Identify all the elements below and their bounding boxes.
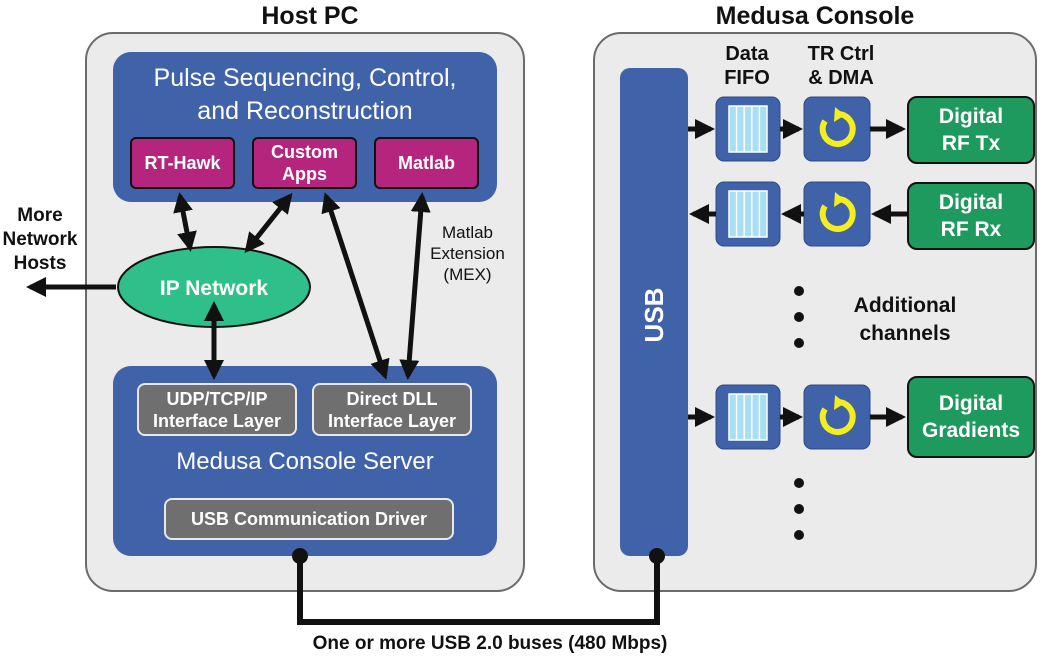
digital-rf-rx: Digital RF Rx [907, 182, 1035, 250]
additional-line2: channels [859, 322, 951, 345]
ellipsis-dots-lower [794, 478, 804, 540]
dll-line2: Interface Layer [327, 410, 457, 431]
more-hosts-line2: Network [2, 229, 78, 250]
dll-interface-layer: Direct DLL Interface Layer [312, 383, 472, 436]
arrow-custom-dll [321, 192, 390, 380]
usb-bus-bar [620, 68, 688, 556]
pulse-sequencing-title: Pulse Sequencing, Control, and Reconstru… [113, 62, 497, 128]
rf-tx-line1: Digital [938, 105, 1004, 128]
matlab-app[interactable]: Matlab [374, 137, 479, 189]
usb-cable [297, 556, 660, 625]
more-hosts-line3: Hosts [13, 253, 67, 274]
fifo-header-line1: Data [725, 43, 769, 65]
usb-driver-label: USB Communication Driver [190, 509, 428, 529]
custom-apps-app[interactable]: Custom Apps [252, 137, 357, 189]
matlab-label: Matlab [397, 153, 455, 173]
custom-apps-line2: Apps [282, 164, 327, 184]
medusa-console-server-label: Medusa Console Server [176, 448, 434, 475]
arrow-custom-ip [244, 192, 293, 254]
mex-line1: Matlab [441, 223, 494, 242]
usb-connector-console [649, 548, 665, 564]
gradients-line2: Gradients [921, 419, 1021, 442]
mex-line2: Extension [430, 244, 505, 263]
udp-interface-layer: UDP/TCP/IP Interface Layer [137, 383, 297, 436]
fifo-header-line2: FIFO [724, 67, 770, 89]
udp-line2: Interface Layer [152, 410, 282, 431]
ip-network-label: IP Network [160, 277, 268, 300]
gradients-line1: Digital [938, 392, 1004, 415]
rt-hawk-label: RT-Hawk [144, 153, 221, 173]
tr-header-line1: TR Ctrl [807, 43, 875, 65]
additional-line1: Additional [853, 294, 957, 317]
rt-hawk-app[interactable]: RT-Hawk [130, 137, 235, 189]
host-pc-title: Host PC [261, 2, 359, 30]
pulse-title-line1: Pulse Sequencing, Control, [153, 64, 457, 92]
digital-rf-tx: Digital RF Tx [907, 96, 1035, 164]
udp-line1: UDP/TCP/IP [166, 388, 268, 409]
matlab-mex-label: Matlab Extension (MEX) [420, 222, 515, 285]
tr-ctrl-header: TR Ctrl & DMA [796, 42, 886, 90]
usb-bus-caption: One or more USB 2.0 buses (480 Mbps) [312, 633, 668, 654]
medusa-console-title: Medusa Console [715, 2, 915, 30]
custom-apps-line1: Custom [271, 142, 338, 162]
arrow-matlab-dll [399, 192, 431, 380]
mex-line3: (MEX) [443, 265, 492, 284]
digital-gradients: Digital Gradients [907, 376, 1035, 458]
ellipsis-dots-upper [794, 286, 804, 348]
pulse-title-line2: and Reconstruction [197, 97, 413, 125]
arrow-rthawk-ip [173, 192, 197, 252]
tr-header-line2: & DMA [808, 67, 874, 89]
rf-rx-line2: RF Rx [940, 218, 1002, 241]
additional-channels-label: Additional channels [840, 292, 970, 348]
more-hosts-line1: More [17, 205, 63, 226]
usb-connector-host [292, 548, 308, 564]
rf-rx-line1: Digital [938, 191, 1004, 214]
usb-communication-driver: USB Communication Driver [164, 498, 454, 540]
dll-line1: Direct DLL [346, 388, 438, 409]
data-fifo-header: Data FIFO [712, 42, 782, 90]
rf-tx-line2: RF Tx [941, 132, 1001, 155]
more-network-hosts-label: More Network Hosts [0, 204, 80, 276]
